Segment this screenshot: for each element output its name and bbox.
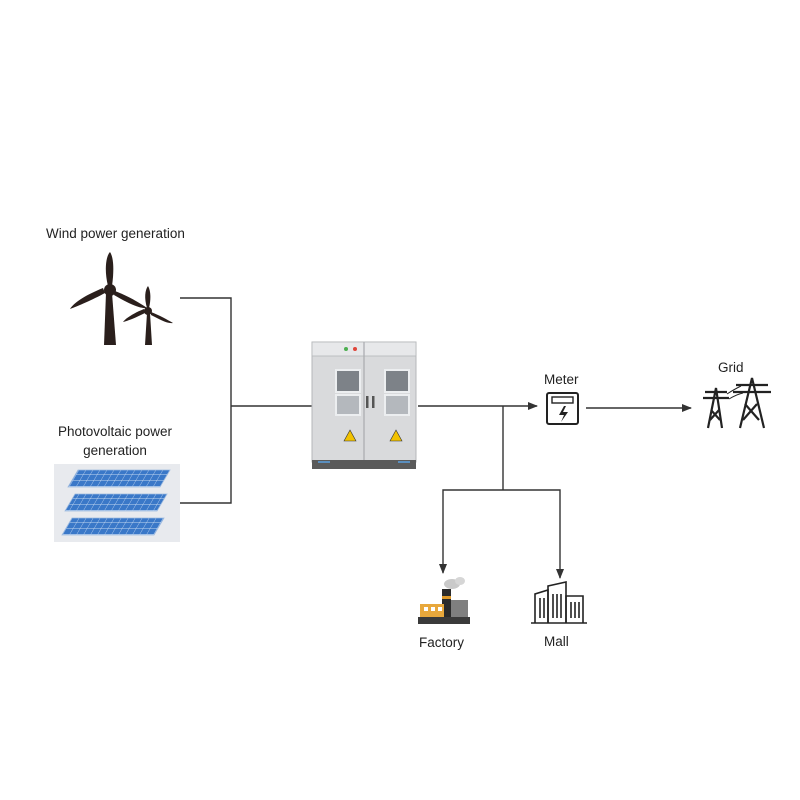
mall-line [503, 489, 564, 579]
pv-label-line1: Photovoltaic power [57, 424, 173, 439]
energy-storage-cabinet-icon [311, 341, 417, 469]
meter-label: Meter [544, 372, 579, 387]
mall-icon [531, 581, 587, 624]
factory-line [439, 489, 503, 574]
grid-label: Grid [718, 360, 744, 375]
factory-label: Factory [419, 635, 465, 650]
solar-panel-icon [54, 464, 180, 542]
transmission-tower-icon [703, 377, 771, 429]
factory-icon [418, 577, 470, 624]
wind-label: Wind power generation [46, 226, 185, 241]
pv-label: Photovoltaic power generation [40, 422, 190, 460]
connection-lines [180, 297, 692, 579]
pv-label-line2: generation [83, 443, 147, 458]
mall-label: Mall [544, 634, 569, 649]
meter-icon [546, 392, 579, 425]
wind-line [180, 297, 232, 504]
wind-turbine-icon [70, 252, 173, 345]
